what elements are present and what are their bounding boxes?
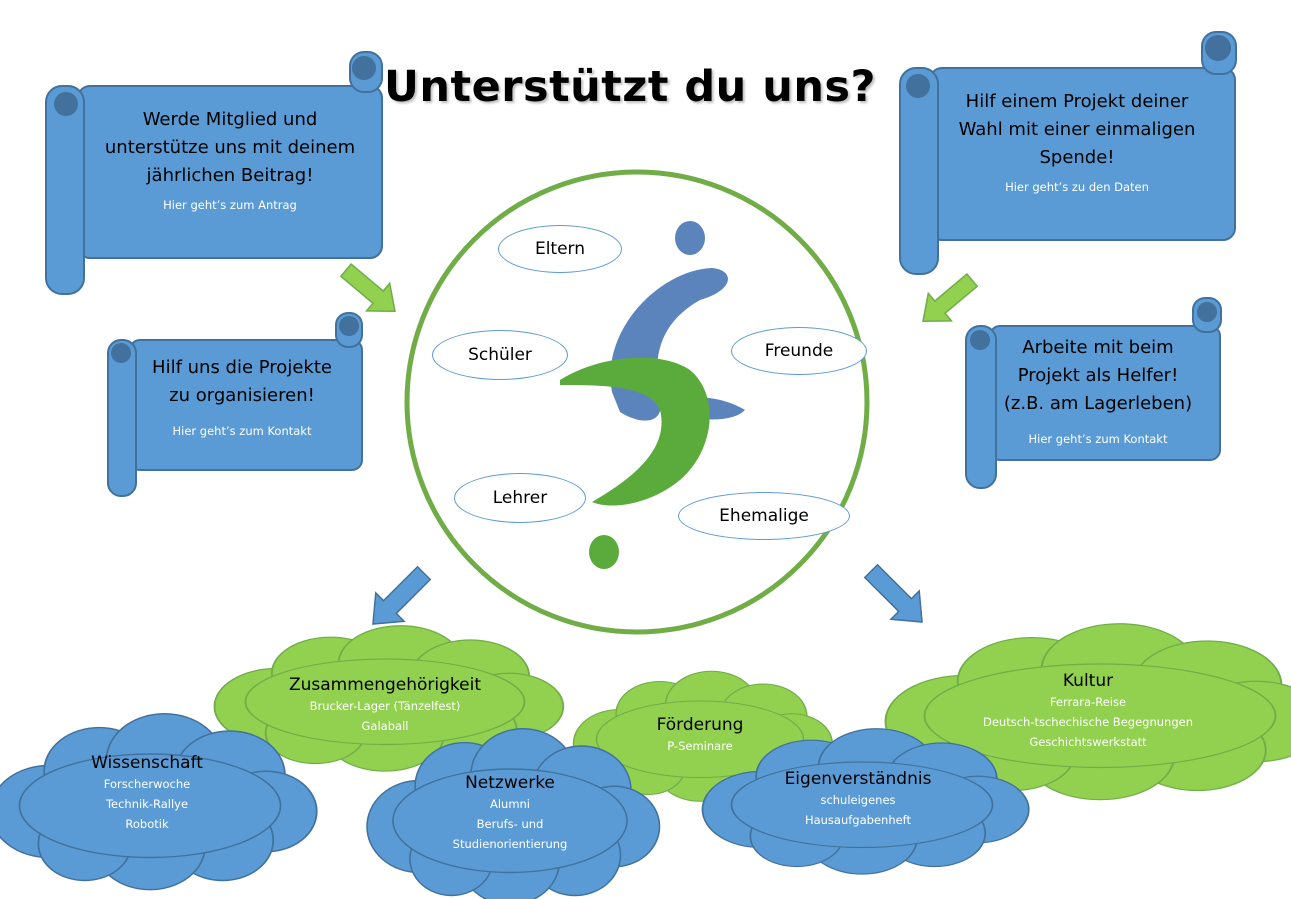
- scroll-mitglied-link[interactable]: Hier geht’s zum Antrag: [163, 198, 297, 212]
- scroll-spende-text[interactable]: Hilf einem Projekt deiner Wahl mit einer…: [942, 88, 1212, 194]
- scroll-mitglied-line-3: jährlichen Beitrag!: [146, 165, 314, 186]
- cloud-foerderung-item: P-Seminare: [667, 739, 733, 753]
- cloud-kultur-item: Ferrara-Reise: [1049, 695, 1127, 709]
- cloud-netzwerke-item: Alumni: [489, 797, 531, 811]
- scroll-spende-line-3: Spende!: [1039, 147, 1115, 168]
- cloud-foerderung-text: Förderung P-Seminare: [620, 714, 780, 756]
- cloud-wissenschaft-text: Wissenschaft Forscherwoche Technik-Rally…: [62, 752, 232, 834]
- group-freunde: Freunde: [731, 327, 867, 375]
- group-eltern: Eltern: [498, 225, 622, 273]
- cloud-eigenverstaendnis-text: Eigenverständnis schuleigenes Hausaufgab…: [758, 768, 958, 830]
- scroll-spende-line-1: Hilf einem Projekt deiner: [965, 91, 1189, 112]
- cloud-kultur-item: Geschichtswerkstatt: [1029, 735, 1147, 749]
- cloud-netzwerke-title: Netzwerke: [465, 773, 555, 793]
- cloud-eigenverstaendnis-title: Eigenverständnis: [784, 769, 932, 789]
- cloud-wissenschaft-item: Technik-Rallye: [105, 797, 189, 811]
- scroll-helfer-text[interactable]: Arbeite mit beim Projekt als Helfer! (z.…: [996, 334, 1200, 446]
- cloud-foerderung-title: Förderung: [656, 715, 744, 735]
- cloud-netzwerke-item: Berufs- und: [476, 817, 544, 831]
- group-schueler: Schüler: [432, 330, 568, 380]
- arrow-blue-left: [372, 565, 432, 625]
- arrow-green-right: [922, 272, 979, 323]
- cloud-netzwerke-item: Studienorientierung: [452, 837, 568, 851]
- cloud-zusammengehoerigkeit-title: Zusammengehörigkeit: [288, 675, 482, 695]
- cloud-wissenschaft-item: Robotik: [125, 817, 169, 831]
- scroll-organisieren-line-1: Hilf uns die Projekte: [152, 357, 332, 378]
- scroll-organisieren-link[interactable]: Hier geht’s zum Kontakt: [172, 424, 312, 438]
- scroll-organisieren-text[interactable]: Hilf uns die Projekte zu organisieren! H…: [140, 354, 344, 438]
- cloud-kultur-title: Kultur: [1062, 671, 1114, 691]
- scroll-helfer[interactable]: [965, 297, 1222, 489]
- cloud-kultur-item: Deutsch-tschechische Begegnungen: [983, 715, 1193, 729]
- scroll-helfer-link[interactable]: Hier geht’s zum Kontakt: [1028, 432, 1168, 446]
- cloud-eigenverstaendnis-item: schuleigenes: [820, 793, 896, 807]
- cloud-zusammengehoerigkeit-text: Zusammengehörigkeit Brucker-Lager (Tänze…: [265, 674, 505, 736]
- cloud-wissenschaft-item: Forscherwoche: [103, 777, 191, 791]
- page-title: Unterstützt du uns?: [384, 62, 876, 112]
- scroll-helfer-line-2: Projekt als Helfer!: [1017, 365, 1179, 386]
- arrow-blue-right: [863, 563, 923, 623]
- cloud-kultur-text: Kultur Ferrara-Reise Deutsch-tschechisch…: [960, 670, 1216, 752]
- scroll-mitglied-text[interactable]: Werde Mitglied und unterstütze uns mit d…: [95, 106, 365, 212]
- cloud-wissenschaft-title: Wissenschaft: [91, 753, 203, 773]
- scroll-organisieren[interactable]: [107, 312, 363, 497]
- scroll-organisieren-line-2: zu organisieren!: [169, 385, 315, 406]
- cloud-eigenverstaendnis-item: Hausaufgabenheft: [804, 813, 912, 827]
- group-lehrer: Lehrer: [454, 473, 586, 523]
- scroll-mitglied-line-2: unterstütze uns mit deinem: [104, 137, 356, 158]
- group-ehemalige: Ehemalige: [678, 492, 850, 540]
- scroll-mitglied[interactable]: [45, 51, 383, 295]
- scroll-mitglied-line-1: Werde Mitglied und: [142, 109, 318, 130]
- arrow-green-left: [339, 262, 396, 313]
- cloud-netzwerke-text: Netzwerke Alumni Berufs- und Studienorie…: [420, 772, 600, 854]
- cloud-zusammengehoerigkeit-item: Galaball: [361, 719, 409, 733]
- cloud-zusammengehoerigkeit-item: Brucker-Lager (Tänzelfest): [309, 699, 461, 713]
- scroll-helfer-line-1: Arbeite mit beim: [1022, 337, 1174, 358]
- scroll-helfer-line-3: (z.B. am Lagerleben): [1003, 393, 1193, 414]
- scroll-spende-line-2: Wahl mit einer einmaligen: [958, 119, 1196, 140]
- scroll-spende[interactable]: [899, 31, 1237, 275]
- scroll-spende-link[interactable]: Hier geht’s zu den Daten: [1005, 180, 1149, 194]
- school-logo: [560, 221, 745, 569]
